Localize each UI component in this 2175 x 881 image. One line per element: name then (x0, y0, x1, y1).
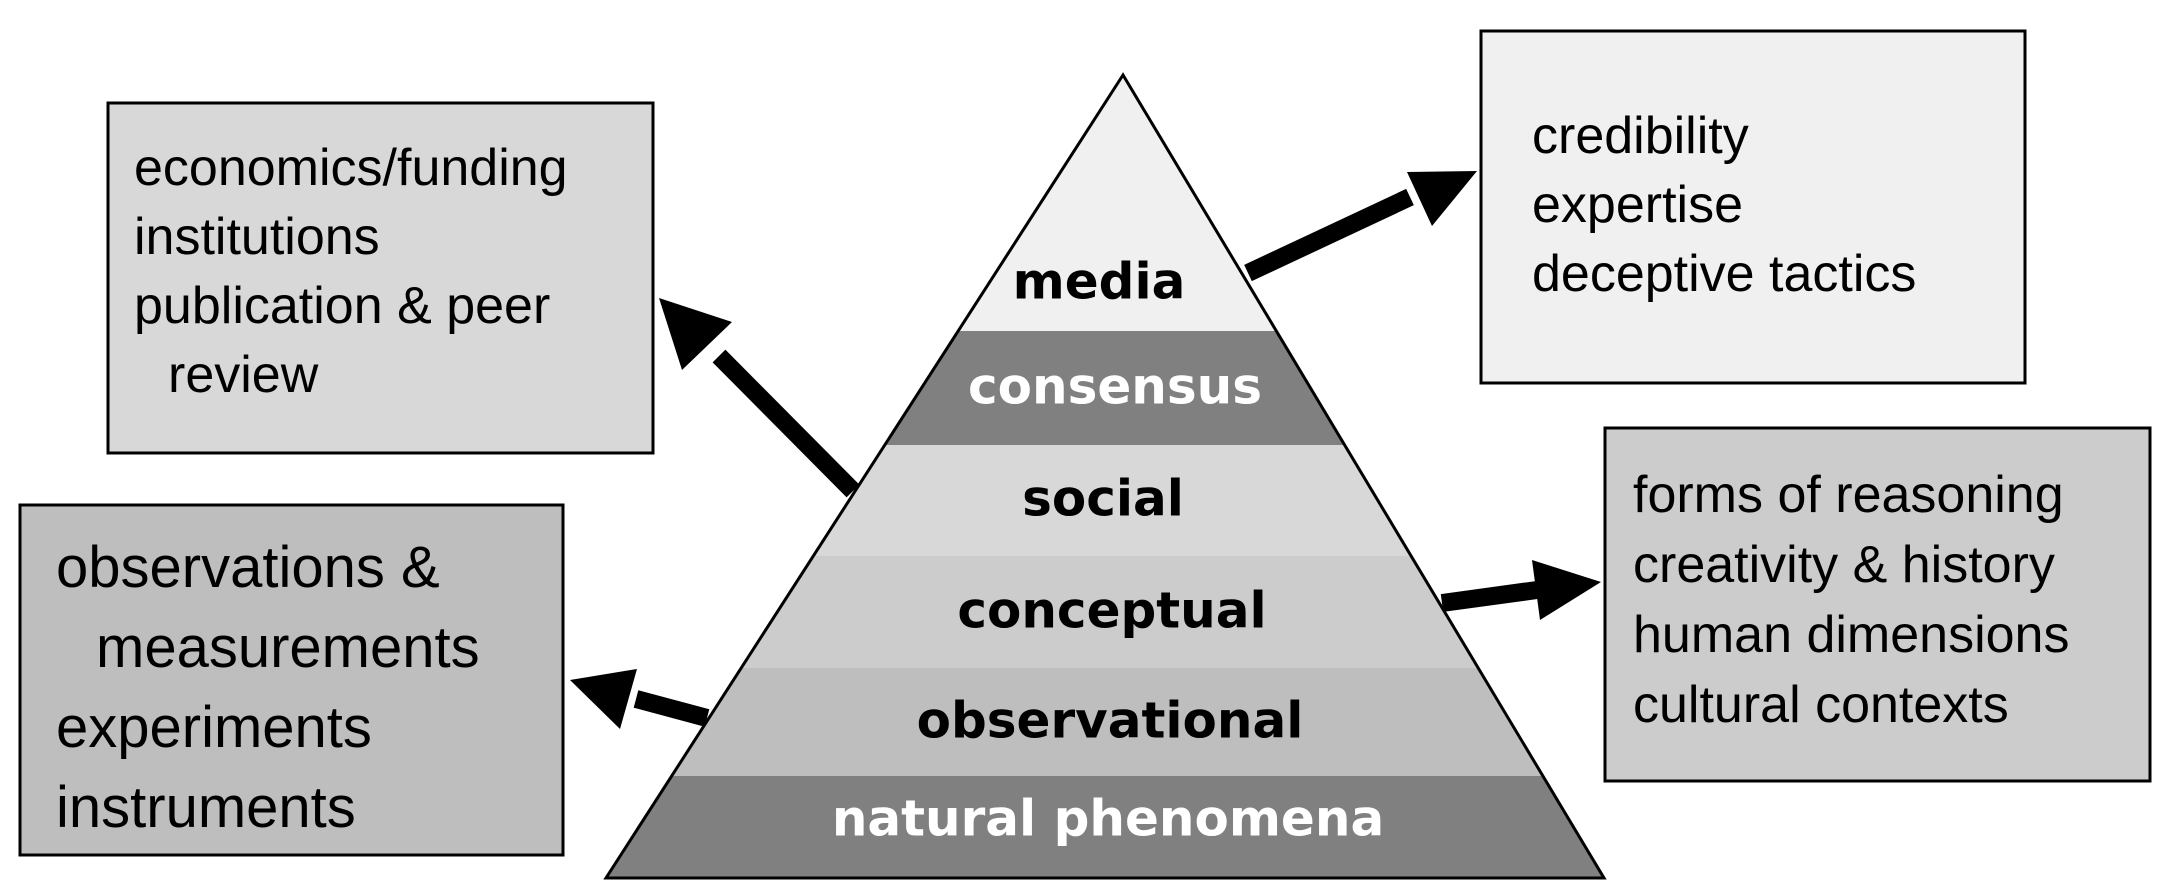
pyramid-label-media: media (1013, 253, 1186, 311)
arrow-head-icon (659, 298, 732, 370)
box-top-right-line: deceptive tactics (1532, 245, 1916, 303)
arrow-shaft (1244, 188, 1414, 282)
box-top-right-line: expertise (1532, 176, 1743, 234)
box-top-right-frame (1479, 29, 2027, 385)
box-bottom-left-line: experiments (56, 695, 372, 760)
box-top-right-line: credibility (1532, 107, 1749, 165)
pyramid-layer-observational (606, 668, 1604, 776)
arrow-to-bottom-left-box (570, 669, 710, 729)
arrow-to-bottom-right-box (1440, 560, 1601, 620)
box-bottom-right: forms of reasoning creativity & history … (1603, 426, 2152, 783)
arrow-head-icon (1407, 171, 1477, 226)
box-top-right: credibility expertise deceptive tactics (1479, 29, 2027, 385)
arrow-head-icon (570, 669, 637, 729)
box-top-left-line: publication & peer (134, 277, 550, 335)
pyramid-label-social: social (1022, 470, 1184, 528)
pyramid-label-consensus: consensus (968, 358, 1262, 416)
box-top-left-line: review (168, 346, 319, 404)
arrow-to-top-right-box (1244, 171, 1477, 282)
box-bottom-left: observations & measurements experiments … (18, 503, 565, 857)
pyramid-label-observational: observational (917, 692, 1304, 750)
box-top-left-line: economics/funding (134, 139, 568, 197)
box-bottom-right-line: forms of reasoning (1633, 466, 2064, 524)
arrow-shaft (1440, 581, 1539, 612)
pyramid-outline (603, 72, 1607, 880)
box-bottom-left-line: measurements (96, 615, 480, 680)
pyramid-label-conceptual: conceptual (957, 582, 1266, 640)
box-top-left-frame (106, 101, 655, 455)
box-bottom-right-line: human dimensions (1633, 606, 2069, 664)
box-bottom-left-line: observations & (56, 535, 440, 600)
arrow-shaft (633, 690, 710, 727)
box-top-left-line: institutions (134, 208, 380, 266)
box-bottom-right-frame (1603, 426, 2152, 783)
pyramid-layer-natural-phenomena (606, 776, 1604, 878)
box-bottom-left-frame (18, 503, 565, 857)
pyramid-label-natural-phenomena: natural phenomena (832, 790, 1384, 848)
box-bottom-left-line: instruments (56, 775, 356, 840)
arrow-to-top-left-box (659, 298, 860, 498)
box-top-left: economics/funding institutions publicati… (106, 101, 655, 455)
box-bottom-right-line: creativity & history (1633, 536, 2055, 594)
arrow-head-icon (1532, 560, 1601, 620)
arrow-shaft (712, 349, 860, 498)
box-bottom-right-line: cultural contexts (1633, 676, 2009, 734)
